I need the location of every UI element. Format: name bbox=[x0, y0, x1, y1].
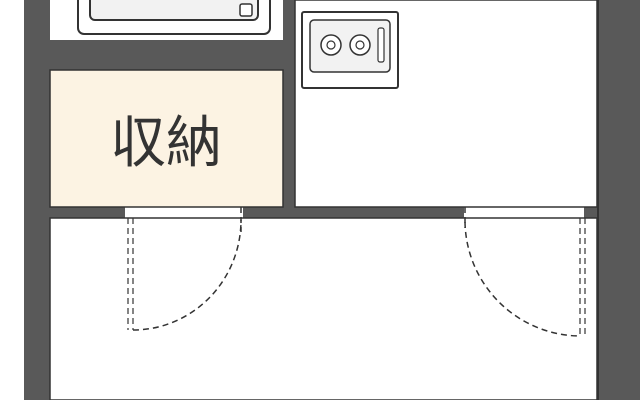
wall-right-inner-edge bbox=[597, 0, 599, 400]
storage-room bbox=[49, 69, 284, 208]
two-burner-stove-icon bbox=[301, 11, 399, 89]
storage-room-label: 収納 bbox=[110, 111, 222, 176]
wall-partition-vertical bbox=[283, 0, 295, 218]
wall-horizontal-mid bbox=[243, 207, 464, 218]
wall-right bbox=[597, 0, 640, 400]
wall-bath-storage bbox=[50, 40, 283, 70]
wall-left bbox=[24, 0, 50, 400]
wall-horizontal-right bbox=[584, 207, 597, 218]
kitchen-door-swing-icon bbox=[464, 207, 586, 338]
wall-horizontal-left bbox=[50, 207, 125, 218]
bathtub-icon bbox=[77, 0, 271, 35]
kitchen-area bbox=[294, 0, 598, 208]
main-room bbox=[49, 217, 598, 400]
storage-door-swing-icon bbox=[127, 207, 242, 331]
